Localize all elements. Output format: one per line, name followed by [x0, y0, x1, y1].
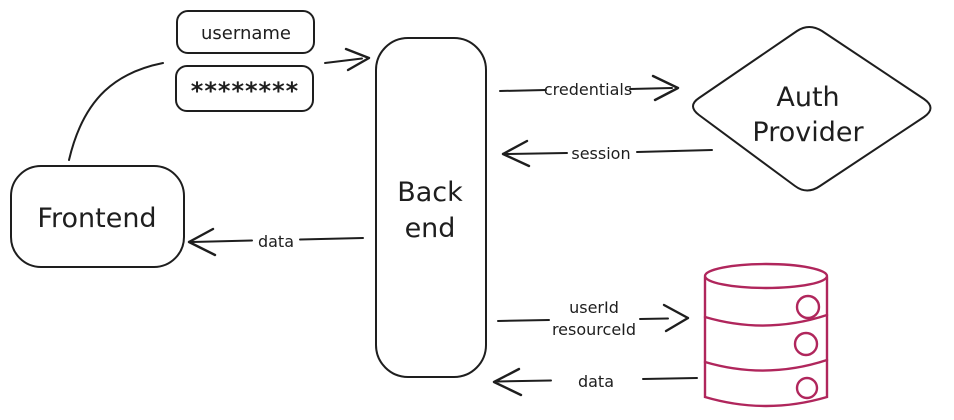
- edge-label-data-database: data: [578, 372, 614, 391]
- node-username-input[interactable]: username: [176, 10, 315, 54]
- database-dot-2: [793, 331, 819, 357]
- edge-label-credentials: credentials: [544, 80, 632, 99]
- edge-label-data-frontend: data: [258, 232, 294, 251]
- edge-label-resourceid: resourceId: [552, 320, 636, 339]
- arrow-line: [505, 149, 713, 155]
- auth-provider-label-line2: Provider: [752, 117, 864, 148]
- arrowhead-left-icon: [187, 227, 217, 257]
- node-database[interactable]: [703, 262, 829, 408]
- arrow-line: [324, 57, 363, 64]
- node-auth-provider[interactable]: Auth Provider: [692, 26, 932, 192]
- arrowhead-right-icon: [344, 47, 371, 72]
- arrow-credentials[interactable]: credentials: [499, 74, 680, 102]
- frontend-label: Frontend: [37, 203, 156, 234]
- password-input-value: ********: [191, 77, 299, 105]
- database-divider-2: [703, 358, 829, 372]
- arrow-inputs-to-backend[interactable]: [324, 47, 371, 72]
- database-dot-1: [795, 294, 821, 320]
- node-frontend[interactable]: Frontend: [10, 165, 185, 268]
- auth-provider-label-line1: Auth: [776, 82, 839, 113]
- arrowhead-left-icon: [492, 367, 523, 397]
- arrow-line: [499, 87, 673, 92]
- database-divider-1: [703, 313, 829, 327]
- arrowhead-right-icon: [662, 303, 690, 333]
- database-cylinder-body: [703, 275, 829, 408]
- database-dot-3: [795, 376, 819, 400]
- username-input-label: username: [201, 23, 291, 44]
- arrow-session[interactable]: session: [501, 139, 713, 168]
- arrow-ids-to-database[interactable]: userId resourceId: [497, 298, 690, 339]
- node-password-input[interactable]: ********: [175, 65, 314, 112]
- arrow-data-to-frontend[interactable]: data: [187, 227, 364, 257]
- auth-provider-diamond: [692, 26, 932, 192]
- backend-label-line1: Back: [397, 177, 463, 208]
- password-input-box: [175, 65, 314, 112]
- arrowhead-right-icon: [651, 74, 680, 102]
- connector-frontend-to-inputs[interactable]: [68, 62, 164, 161]
- arrow-line: [497, 377, 698, 383]
- username-input-box: [176, 10, 315, 54]
- arrow-line: [497, 317, 669, 322]
- backend-label-line2: end: [405, 213, 456, 244]
- database-cylinder-top: [703, 262, 829, 290]
- arrow-data-from-database[interactable]: data: [492, 367, 698, 397]
- node-backend[interactable]: Back end: [375, 37, 487, 378]
- arrowhead-left-icon: [501, 139, 531, 168]
- backend-box: [375, 37, 487, 378]
- edge-label-session: session: [571, 144, 630, 163]
- frontend-box: [10, 165, 185, 268]
- edge-label-userid: userId: [569, 298, 619, 317]
- arrow-line: [191, 237, 364, 243]
